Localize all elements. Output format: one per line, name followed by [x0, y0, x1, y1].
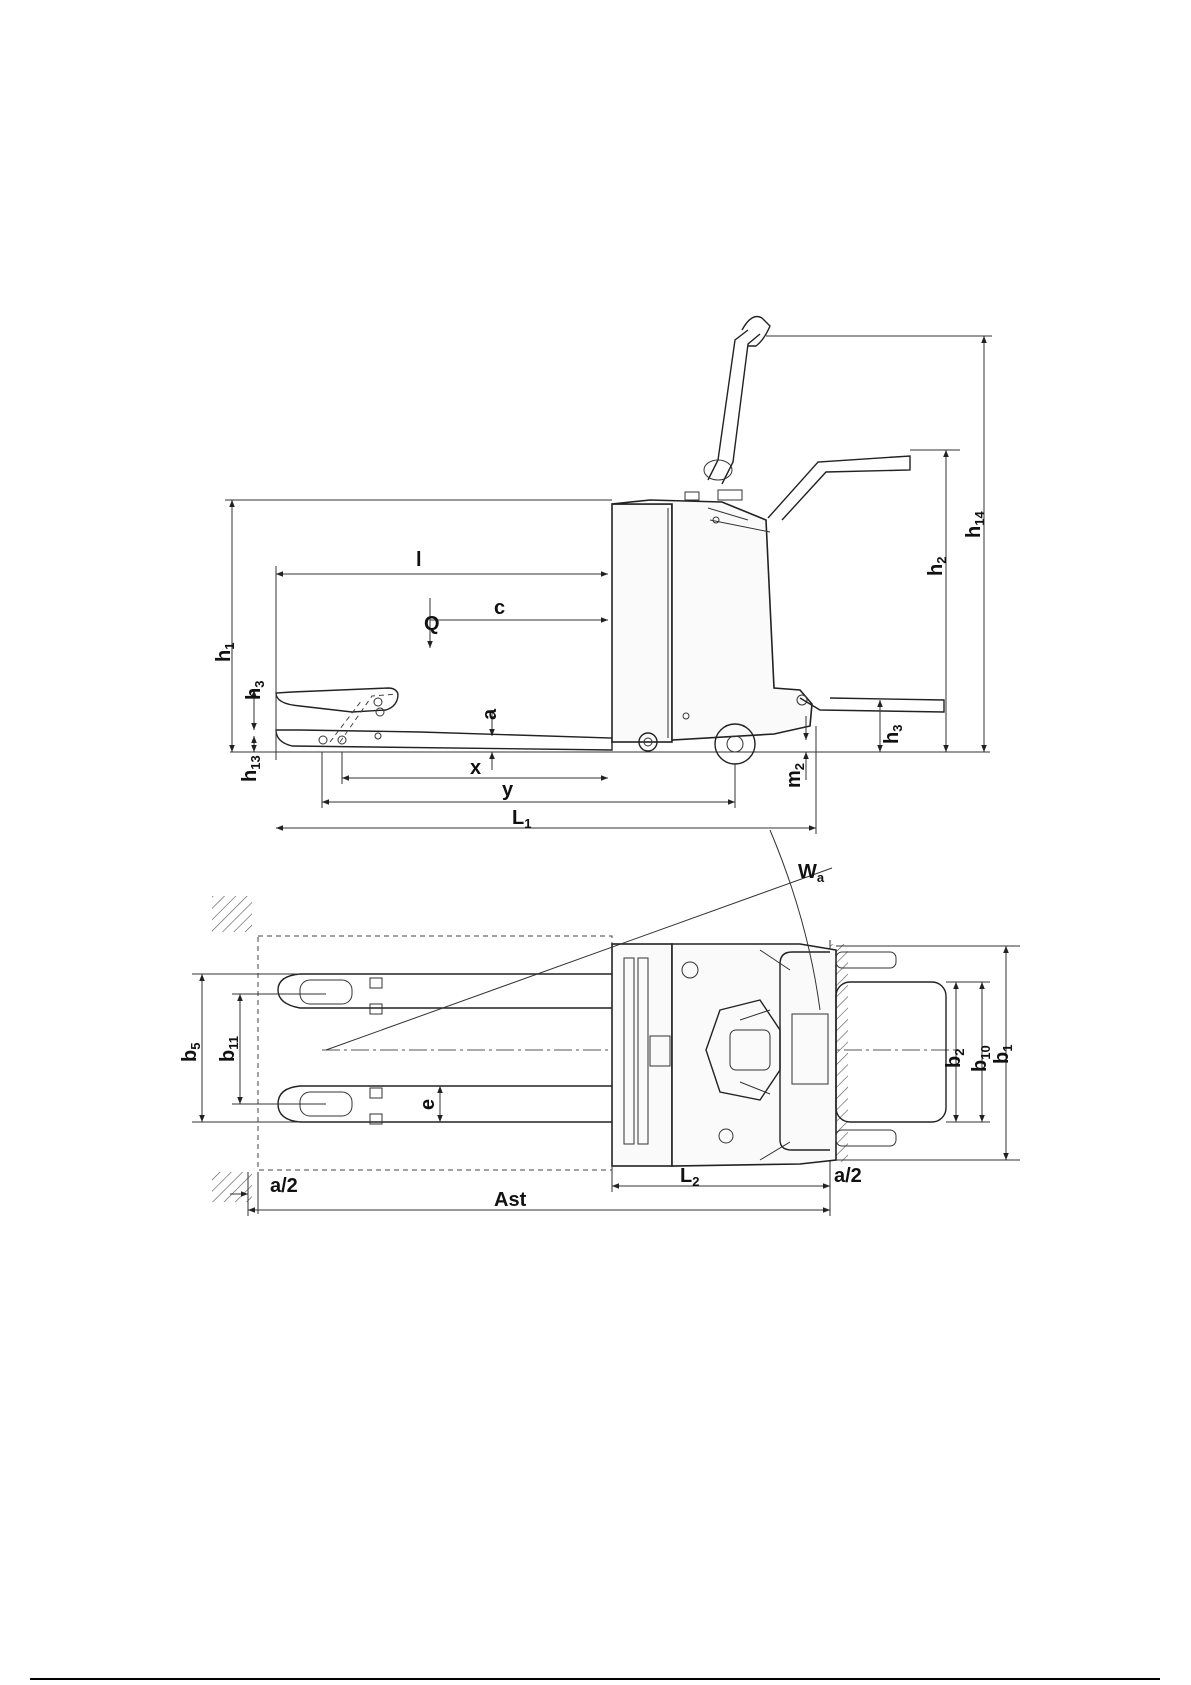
dim-L1-label: L1 — [512, 807, 531, 831]
dim-e-label: e — [417, 1099, 439, 1110]
dim-b10-label: b10 — [969, 1045, 993, 1072]
top-view: Wa b5 b11 e b2 b10 b1 a/2 L2 — [179, 830, 1020, 1216]
pallet-outline — [258, 936, 612, 1170]
dim-h14-label: h14 — [963, 511, 987, 538]
tiller-arm — [704, 317, 770, 485]
dim-b5-label: b5 — [179, 1043, 203, 1062]
dim-a-half-left-label: a/2 — [270, 1175, 298, 1197]
page-bottom-rule — [30, 1678, 1160, 1680]
dim-m2-label: m2 — [783, 763, 807, 788]
dim-Ast-label: Ast — [494, 1189, 527, 1211]
dim-h3-label: h3 — [243, 681, 267, 700]
dim-h1-label: h1 — [213, 643, 237, 662]
dim-c-label: c — [494, 597, 505, 619]
truck-body — [612, 490, 812, 742]
fork-lower — [278, 1086, 612, 1124]
dim-x-label: x — [470, 757, 481, 779]
forks-lowered — [276, 730, 612, 750]
dim-y-label: y — [502, 779, 514, 801]
dim-h3-right-label: h3 — [881, 725, 905, 744]
wall-hatch-bottom-left — [212, 1172, 252, 1202]
side-view: l Q c h1 h3 h13 a x y L1 — [213, 317, 992, 835]
operator-platform — [768, 456, 944, 712]
dim-a-half-right-label: a/2 — [834, 1165, 862, 1187]
load-q-label: Q — [424, 613, 440, 635]
fork-upper — [278, 974, 612, 1014]
wall-hatch-top-left — [212, 896, 252, 932]
dim-Wa-label: Wa — [798, 861, 825, 885]
dim-b11-label: b11 — [217, 1036, 241, 1062]
dim-h2-label: h2 — [925, 557, 949, 576]
dim-a-label: a — [479, 708, 501, 720]
dim-L2-label: L2 — [680, 1165, 699, 1189]
dim-l-label: l — [416, 549, 422, 571]
truck-body-top — [612, 944, 836, 1166]
dim-h13-label: h13 — [239, 755, 263, 782]
dim-b1-label: b1 — [991, 1045, 1015, 1064]
